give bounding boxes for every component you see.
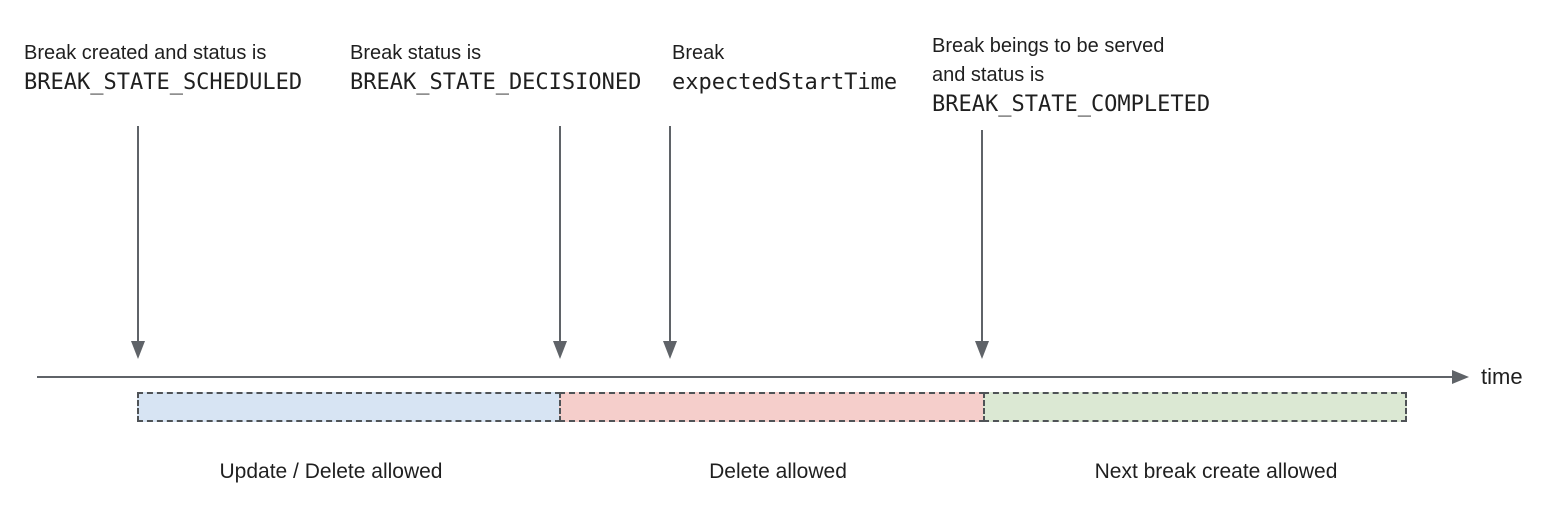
annotation-break-scheduled: Break created and status is BREAK_STATE_… [24, 39, 302, 97]
arrow-4-head-icon [975, 341, 989, 359]
time-axis-label: time [1481, 364, 1523, 389]
segment-next-break-create-allowed [983, 392, 1407, 422]
time-axis-arrowhead-icon [1452, 370, 1469, 384]
segment-delete-allowed [559, 392, 985, 422]
arrow-1-line [137, 126, 139, 345]
annotation-break-scheduled-text: Break created and status is [24, 42, 267, 64]
annotation-break-completed-text-2: and status is [932, 64, 1045, 86]
annotation-expected-start-time-text: Break [672, 42, 725, 64]
arrow-1-head-icon [131, 341, 145, 359]
segment-label-delete-allowed: Delete allowed [709, 460, 847, 483]
arrow-4-line [981, 130, 983, 345]
annotation-break-completed-code: BREAK_STATE_COMPLETED [932, 92, 1211, 117]
arrow-3-head-icon [663, 341, 677, 359]
annotation-break-decisioned: Break status is BREAK_STATE_DECISIONED [350, 39, 641, 97]
annotation-break-decisioned-code: BREAK_STATE_DECISIONED [350, 70, 642, 95]
annotation-break-decisioned-text: Break status is [350, 42, 482, 64]
segment-label-update-delete-allowed: Update / Delete allowed [219, 460, 443, 483]
time-axis-line [37, 376, 1453, 378]
annotation-break-scheduled-code: BREAK_STATE_SCHEDULED [24, 70, 303, 95]
arrow-2-line [559, 126, 561, 345]
segment-label-next-break-create-allowed: Next break create allowed [1094, 460, 1338, 483]
annotation-expected-start-time: Break expectedStartTime [672, 39, 897, 97]
annotation-break-completed: Break beings to be served and status is … [932, 32, 1210, 119]
annotation-break-completed-text-1: Break beings to be served [932, 35, 1165, 57]
arrow-3-line [669, 126, 671, 345]
arrow-2-head-icon [553, 341, 567, 359]
segment-update-delete-allowed [137, 392, 561, 422]
annotation-expected-start-time-code: expectedStartTime [672, 70, 898, 95]
